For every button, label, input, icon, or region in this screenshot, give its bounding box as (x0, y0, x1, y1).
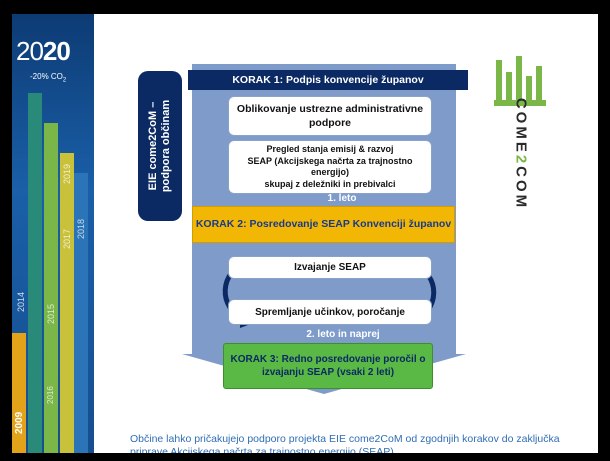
banner-co2: -20% CO2 (30, 72, 67, 84)
banner-year-label: 2018 (76, 218, 86, 239)
emissions-review-box: Pregled stanja emisij & razvoj SEAP (Akc… (228, 140, 432, 194)
banner-year: 2020 (16, 36, 71, 66)
step3-box: KORAK 3: Redno posredovanje poročil o iz… (223, 343, 433, 389)
slide: 2020 -20% CO2 2009 2014 2016 2015 2017 2… (12, 14, 598, 453)
logo-wordmark: COME2COM (512, 97, 530, 211)
year1-label: 1. leto (327, 193, 357, 204)
banner-stripe (44, 123, 58, 453)
banner-2020: 2020 -20% CO2 2009 2014 2016 2015 2017 2… (12, 14, 94, 453)
year2-label: 2. leto in naprej (306, 329, 380, 340)
banner-stripe (74, 173, 88, 453)
side-label-box: EIE come2CoM –podpora občinam (138, 71, 182, 221)
banner-year-label: 2016 (46, 386, 55, 404)
banner-stripe (60, 153, 74, 453)
step1-bar: KORAK 1: Podpis konvencije županov (188, 70, 468, 90)
banner-year-label: 2019 (62, 163, 72, 184)
banner-year-label: 2014 (16, 291, 26, 312)
seap-implementation-box: Izvajanje SEAP (228, 256, 432, 279)
banner-year-label: 2009 (14, 411, 25, 434)
banner-stripe (12, 333, 26, 453)
banner-stripe (28, 93, 42, 453)
monitoring-reporting-box: Spremljanje učinkov, poročanje (228, 299, 432, 325)
banner-year-label: 2017 (62, 228, 72, 249)
step2-bar: KORAK 2: Posredovanje SEAP Konvenciji žu… (192, 206, 455, 243)
footer-text: Občine lahko pričakujejo podporo projekt… (130, 433, 560, 453)
side-label: EIE come2CoM –podpora občinam (147, 99, 172, 193)
admin-support-box: Oblikovanje ustrezne administrativne pod… (228, 96, 432, 136)
banner-year-label: 2015 (46, 303, 56, 324)
come2com-logo: COME2COM (492, 54, 550, 210)
